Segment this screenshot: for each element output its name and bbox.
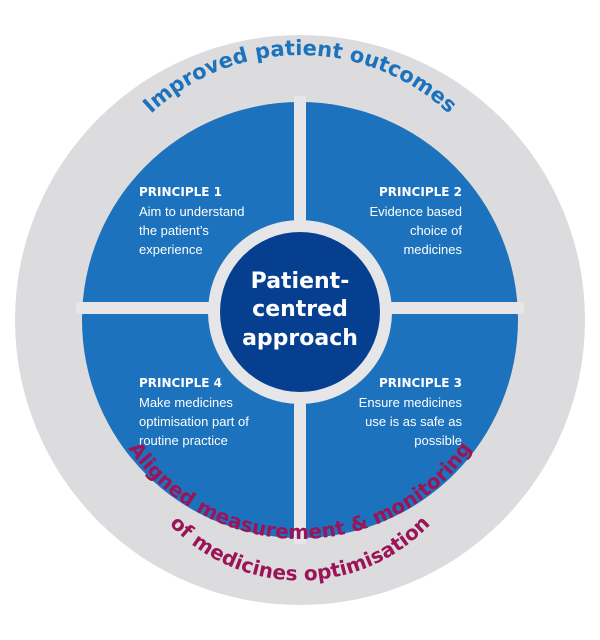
center-line-2: centred <box>252 297 348 322</box>
principle-1-title: PRINCIPLE 1 <box>139 185 222 199</box>
principle-4-title: PRINCIPLE 4 <box>139 376 222 390</box>
center-circle <box>220 232 380 392</box>
center-line-1: Patient- <box>251 269 350 294</box>
principle-2-line-2: choice of <box>410 223 462 238</box>
principle-1-line-1: Aim to understand <box>139 204 245 219</box>
principle-2-title: PRINCIPLE 2 <box>379 185 462 199</box>
principle-2-line-1: Evidence based <box>369 204 462 219</box>
principle-3-line-1: Ensure medicines <box>359 395 463 410</box>
principle-3-line-2: use is as safe as <box>365 414 462 429</box>
principle-4-line-1: Make medicines <box>139 395 233 410</box>
principle-1-line-2: the patient’s <box>139 223 209 238</box>
principle-4-line-2: optimisation part of <box>139 414 249 429</box>
principle-1-line-3: experience <box>139 242 203 257</box>
principle-3-title: PRINCIPLE 3 <box>379 376 462 390</box>
principle-3-line-3: possible <box>414 433 462 448</box>
principle-4-line-3: routine practice <box>139 433 228 448</box>
principle-2-line-3: medicines <box>403 242 462 257</box>
center-line-3: approach <box>242 326 358 351</box>
